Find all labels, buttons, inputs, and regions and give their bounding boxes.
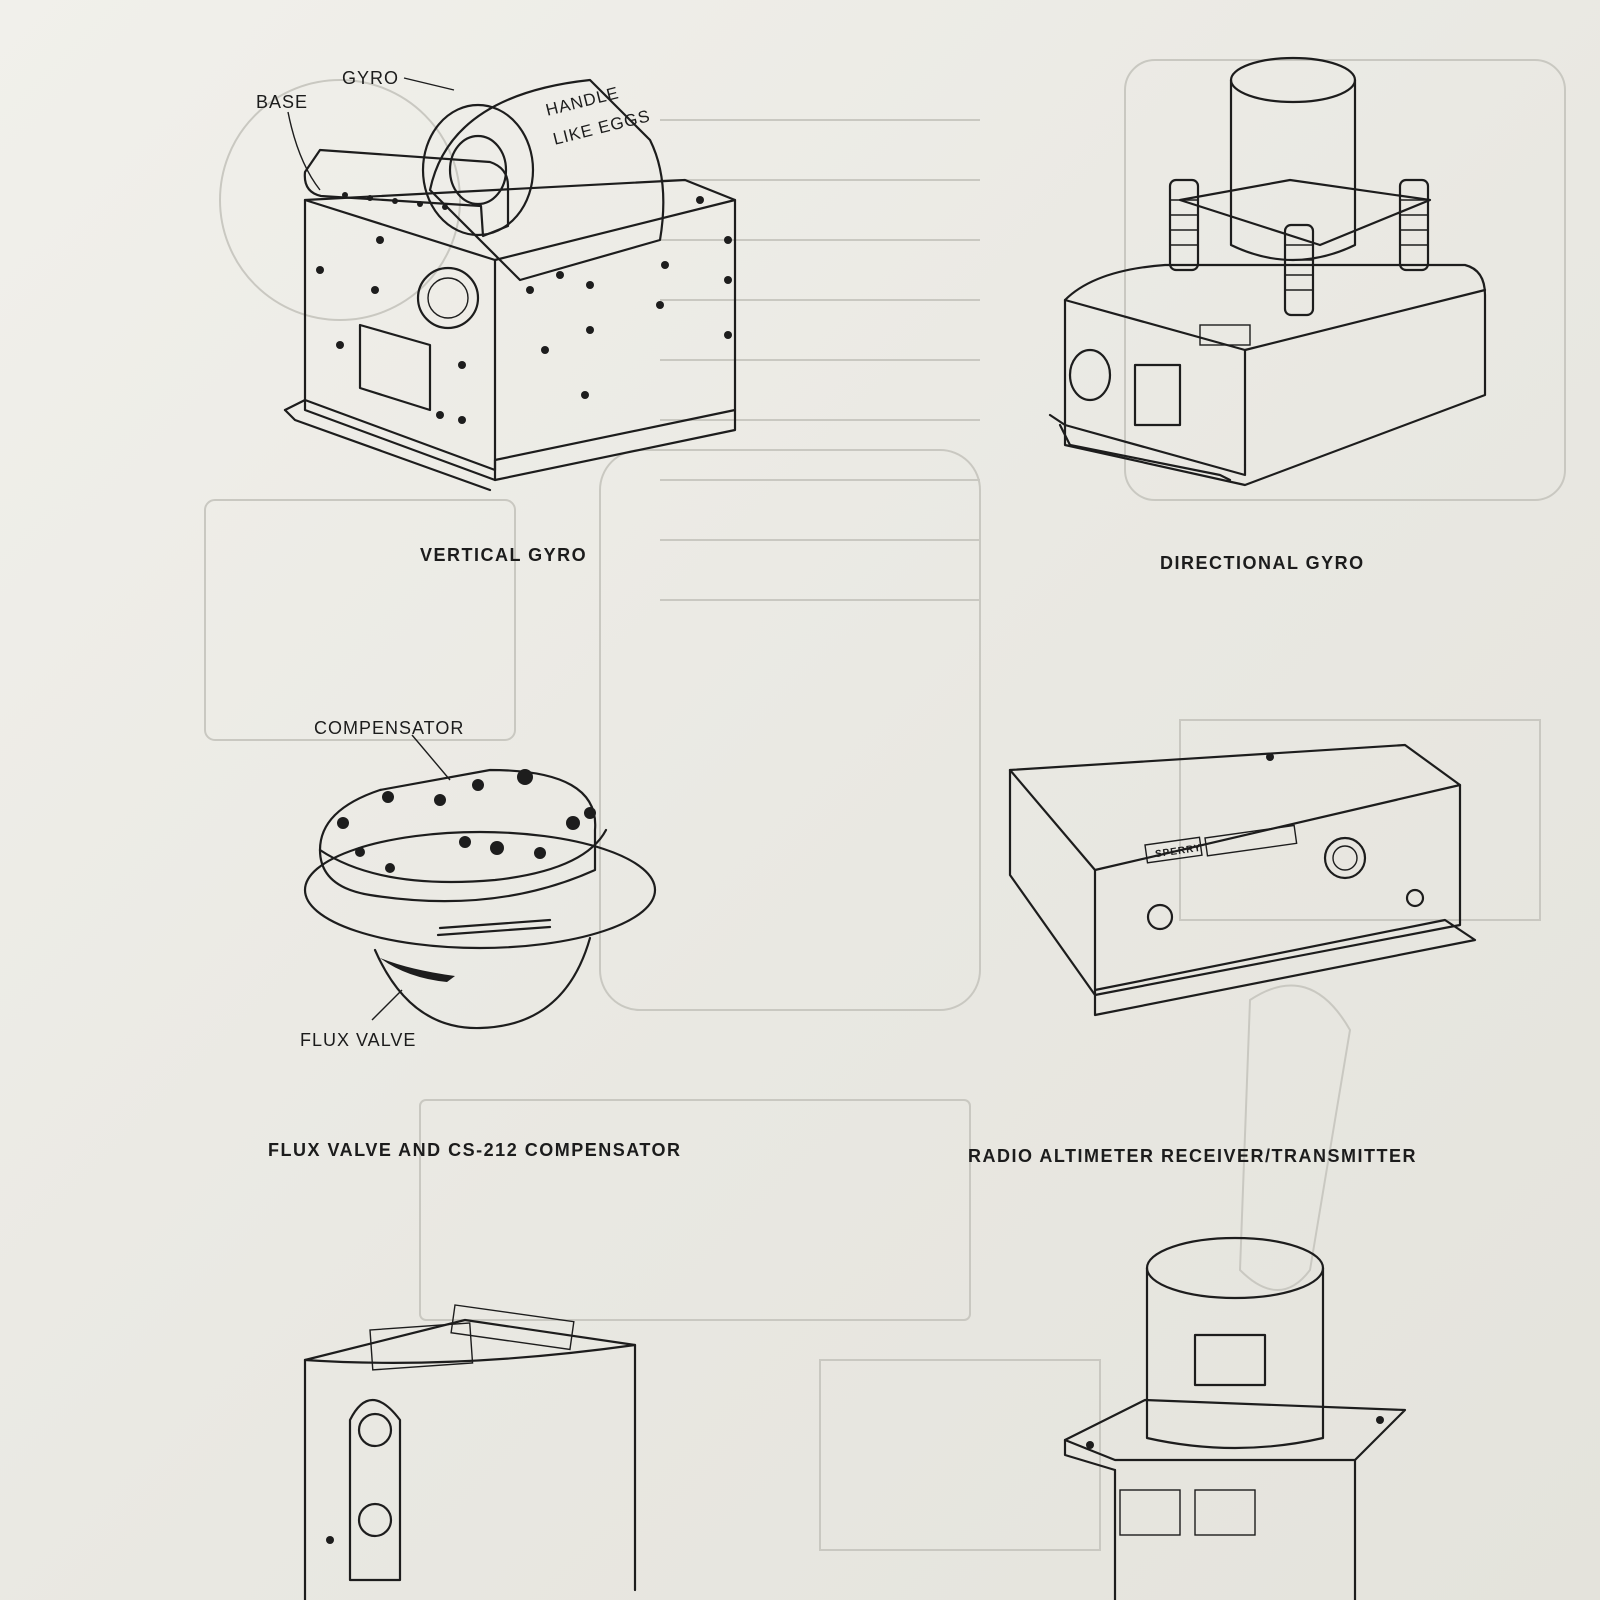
callout-base: BASE xyxy=(256,92,309,112)
caption-radio-altimeter: RADIO ALTIMETER RECEIVER/TRANSMITTER xyxy=(968,1146,1417,1166)
caption-directional-gyro: DIRECTIONAL GYRO xyxy=(1160,553,1365,573)
callout-flux-valve: FLUX VALVE xyxy=(300,1030,417,1050)
callout-compensator: COMPENSATOR xyxy=(314,718,465,738)
caption-vertical-gyro: VERTICAL GYRO xyxy=(420,545,588,565)
caption-flux-valve-compensator: FLUX VALVE AND CS-212 COMPENSATOR xyxy=(268,1140,682,1160)
callout-gyro: GYRO xyxy=(342,68,400,88)
